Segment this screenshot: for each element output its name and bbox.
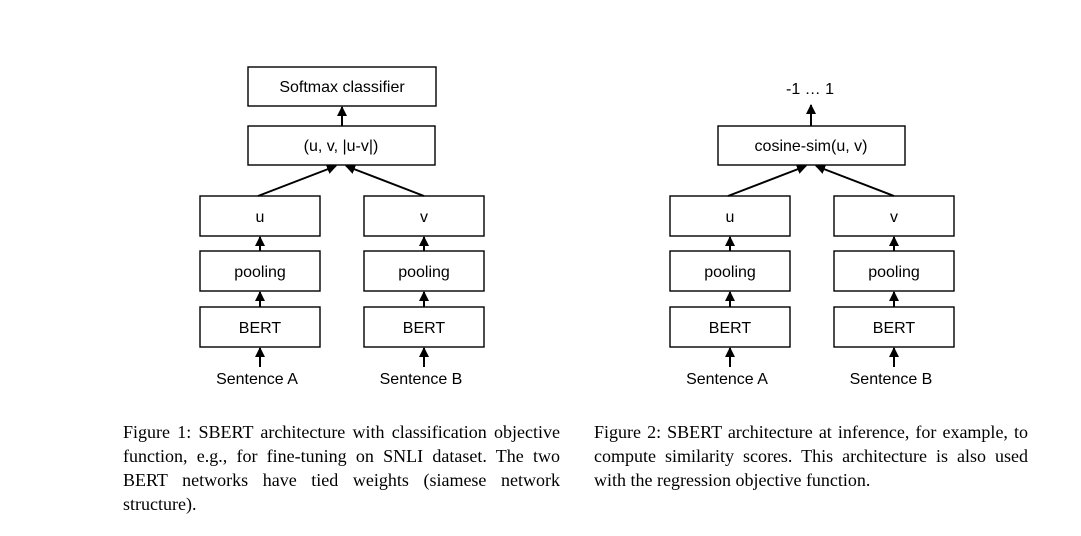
left-pooling-box: pooling [199, 250, 321, 292]
arrow-v-to-concat [345, 164, 425, 197]
bert-label: BERT [709, 320, 752, 337]
softmax-classifier-box: Softmax classifier [247, 66, 437, 107]
cosine-sim-box: cosine-sim(u, v) [717, 125, 906, 166]
pooling-label: pooling [398, 264, 450, 281]
concat-box: (u, v, |u-v|) [247, 125, 436, 166]
right-bert-box: BERT [363, 306, 485, 348]
left-u-box: u [199, 195, 321, 237]
right-bert-box: BERT [833, 306, 955, 348]
u-label: u [726, 209, 735, 226]
softmax-classifier-label: Softmax classifier [279, 79, 405, 96]
right-pooling-box: pooling [363, 250, 485, 292]
sentence-b-label: Sentence B [850, 371, 933, 388]
v-label: v [420, 209, 428, 226]
right-pooling-box: pooling [833, 250, 955, 292]
cosine-sim-label: cosine-sim(u, v) [755, 138, 868, 155]
bert-label: BERT [873, 320, 916, 337]
figure-2-caption: Figure 2: SBERT architecture at inferenc… [594, 422, 1028, 490]
left-pooling-box: pooling [669, 250, 791, 292]
left-u-box: u [669, 195, 791, 237]
pooling-label: pooling [868, 264, 920, 281]
concat-label: (u, v, |u-v|) [304, 138, 379, 155]
pooling-label: pooling [234, 264, 286, 281]
arrow-v-to-cosine [815, 164, 895, 197]
output-range-label: -1 … 1 [786, 81, 834, 98]
arrow-u-to-concat [257, 164, 337, 197]
left-bert-box: BERT [199, 306, 321, 348]
v-label: v [890, 209, 898, 226]
sentence-b-label: Sentence B [380, 371, 463, 388]
bert-label: BERT [403, 320, 446, 337]
right-v-box: v [833, 195, 955, 237]
sentence-a-label: Sentence A [216, 371, 298, 388]
arrow-u-to-cosine [727, 164, 807, 197]
pooling-label: pooling [704, 264, 756, 281]
u-label: u [256, 209, 265, 226]
bert-label: BERT [239, 320, 282, 337]
figure-1-caption: Figure 1: SBERT architecture with classi… [123, 422, 560, 514]
left-bert-box: BERT [669, 306, 791, 348]
figure-1-diagram: Softmax classifier (u, v, |u-v|) u pooli… [199, 66, 485, 388]
diagram-canvas: Softmax classifier (u, v, |u-v|) u pooli… [199, 66, 955, 388]
sentence-a-label: Sentence A [686, 371, 768, 388]
right-v-box: v [363, 195, 485, 237]
figure-2-diagram: -1 … 1 cosine-sim(u, v) u pooling BERT S… [669, 81, 955, 388]
